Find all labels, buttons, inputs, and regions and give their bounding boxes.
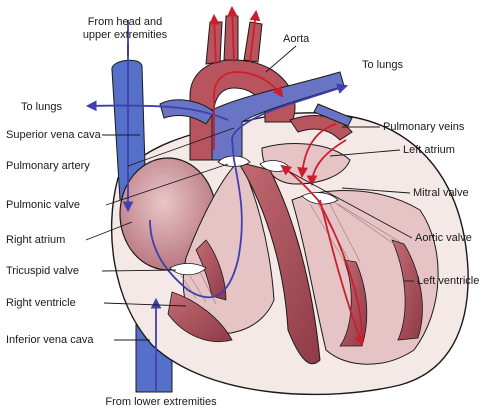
label-aortic-valve: Aortic valve (415, 232, 472, 244)
label-pulmonary-artery: Pulmonary artery (6, 160, 90, 172)
label-to-lungs-right: To lungs (362, 59, 403, 71)
label-right-ventricle: Right ventricle (6, 297, 76, 309)
tricuspid-valve-shape (169, 263, 207, 276)
interventricular-septum (236, 161, 321, 365)
oxygenated-flow (208, 5, 365, 347)
label-tricuspid-valve: Tricuspid valve (6, 265, 79, 277)
right-papillary-muscle (167, 291, 233, 343)
pulmonary-veins-blue (313, 103, 353, 127)
mitral-valve-shape (301, 192, 339, 205)
label-aorta: Aorta (283, 33, 310, 45)
right-ventricle-trabeculae (195, 239, 227, 301)
label-mitral-valve: Mitral valve (413, 187, 469, 199)
label-to-lungs-left: To lungs (21, 101, 62, 113)
left-pulmonary-branch (159, 99, 215, 125)
left-papillary-muscle-2 (391, 239, 423, 341)
label-leader-lines (85, 44, 414, 341)
label-left-atrium: Left atrium (403, 144, 455, 156)
aorta-branch-2 (223, 15, 239, 61)
label-superior-vena-cava: Superior vena cava (6, 129, 101, 141)
label-inferior-vena-cava: Inferior vena cava (6, 334, 94, 346)
label-pulmonary-veins: Pulmonary veins (383, 121, 465, 133)
label-right-atrium: Right atrium (6, 234, 66, 246)
label-left-ventricle: Left ventricle (417, 275, 480, 287)
label-pulmonic-valve: Pulmonic valve (6, 199, 80, 211)
label-from-lower: From lower extremities (105, 396, 217, 408)
